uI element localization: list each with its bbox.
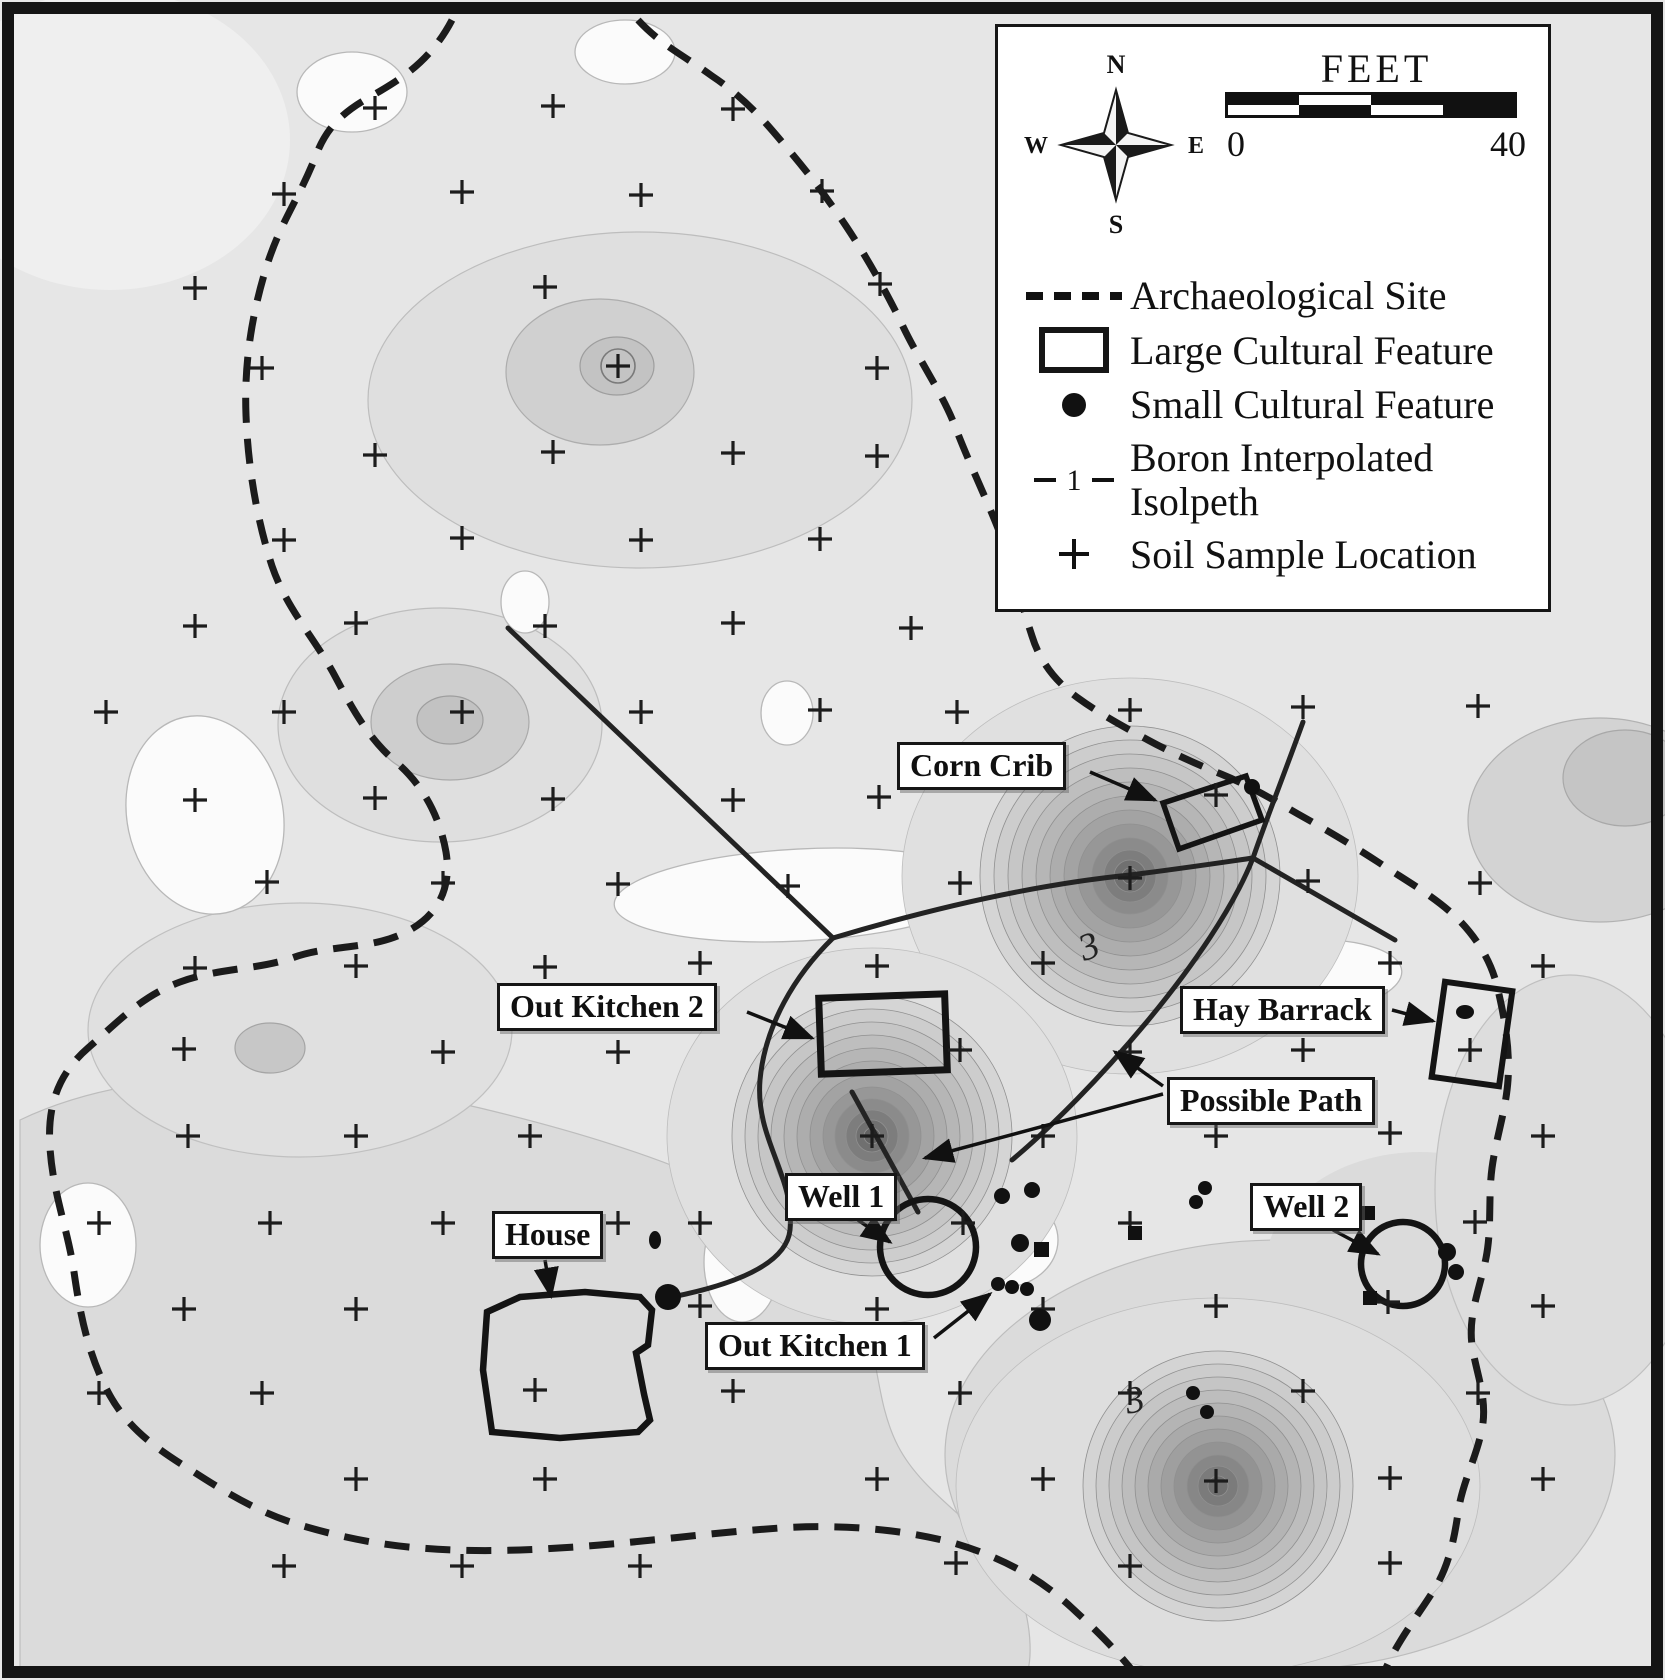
legend-item-soil-sample-location: Soil Sample Location	[1018, 533, 1542, 576]
scale-min-label: 0	[1227, 124, 1245, 164]
label-out-kitchen-1: Out Kitchen 1	[705, 1322, 925, 1371]
out-kitchen-2-arrow	[746, 1010, 815, 1040]
large-cultural-features	[479, 772, 1516, 1442]
compass-north-label: N	[1107, 50, 1126, 79]
house-arrow	[533, 1259, 559, 1300]
legend-item-boron-isopleth: 1 Boron Interpolated Isolpeth	[1018, 435, 1542, 524]
archaeological-site-boundary	[46, 17, 1512, 1678]
label-well-1: Well 1	[785, 1173, 898, 1222]
possible-path-arrow-2	[1112, 1050, 1165, 1088]
label-hay-barrack: Hay Barrack	[1180, 986, 1385, 1035]
compass-rose: N E S W	[1018, 35, 1223, 252]
out-kitchen-1-arrow	[932, 1292, 993, 1340]
scale-bar: FEET 0 40	[1223, 35, 1542, 165]
well-1-arrow	[857, 1215, 893, 1244]
compass-south-label: S	[1109, 210, 1123, 239]
legend-items: Archaeological Site Large Cultural Featu…	[1018, 274, 1542, 576]
circled-sample-ring	[600, 348, 636, 384]
filled-circle-icon	[1018, 392, 1130, 417]
label-corn-crib: Corn Crib	[897, 742, 1067, 791]
compass-east-label: E	[1188, 133, 1204, 159]
out-kitchen-2-feature	[815, 990, 951, 1078]
legend-item-archaeological-site: Archaeological Site	[1018, 274, 1542, 317]
well-2-feature	[1357, 1218, 1449, 1310]
dashed-line-icon	[1018, 289, 1130, 303]
isopleth-digit: 1	[1067, 464, 1082, 497]
legend-label: Small Cultural Feature	[1130, 382, 1495, 428]
compass-star-icon	[1057, 86, 1175, 204]
scale-max-label: 40	[1490, 124, 1526, 164]
legend-item-small-cultural-feature: Small Cultural Feature	[1018, 383, 1542, 426]
boron-hotspot-south	[955, 1297, 1481, 1675]
scale-bar-title: FEET	[1320, 46, 1433, 91]
label-house: House	[492, 1211, 604, 1260]
legend-label: Archaeological Site	[1130, 273, 1447, 318]
possible-path-arrow-1	[921, 1092, 1164, 1163]
well-1-feature	[876, 1195, 980, 1299]
house-feature	[479, 1288, 656, 1442]
rectangle-outline-icon	[1018, 327, 1130, 374]
scale-bar-graphic	[1225, 92, 1517, 118]
label-arrows	[533, 770, 1437, 1340]
small-cultural-features	[649, 779, 1474, 1419]
legend-label: Soil Sample Location	[1130, 531, 1477, 577]
hay-barrack-feature	[1428, 978, 1516, 1090]
legend-label: Large Cultural Feature	[1130, 327, 1494, 373]
label-out-kitchen-2: Out Kitchen 2	[497, 983, 717, 1032]
legend: N E S W FEET	[995, 24, 1551, 612]
well-2-arrow	[1332, 1228, 1381, 1256]
corn-crib-arrow	[1089, 770, 1158, 802]
hay-barrack-arrow	[1391, 1001, 1437, 1026]
corn-crib-feature	[1159, 772, 1266, 853]
legend-label: Boron Interpolated Isolpeth	[1130, 435, 1434, 524]
plus-mark-icon	[1018, 537, 1130, 571]
isopleth-line-icon: 1	[1018, 463, 1130, 497]
legend-item-large-cultural-feature: Large Cultural Feature	[1018, 327, 1542, 374]
label-well-2: Well 2	[1250, 1183, 1363, 1232]
label-possible-path: Possible Path	[1167, 1077, 1376, 1126]
compass-west-label: W	[1024, 133, 1048, 159]
